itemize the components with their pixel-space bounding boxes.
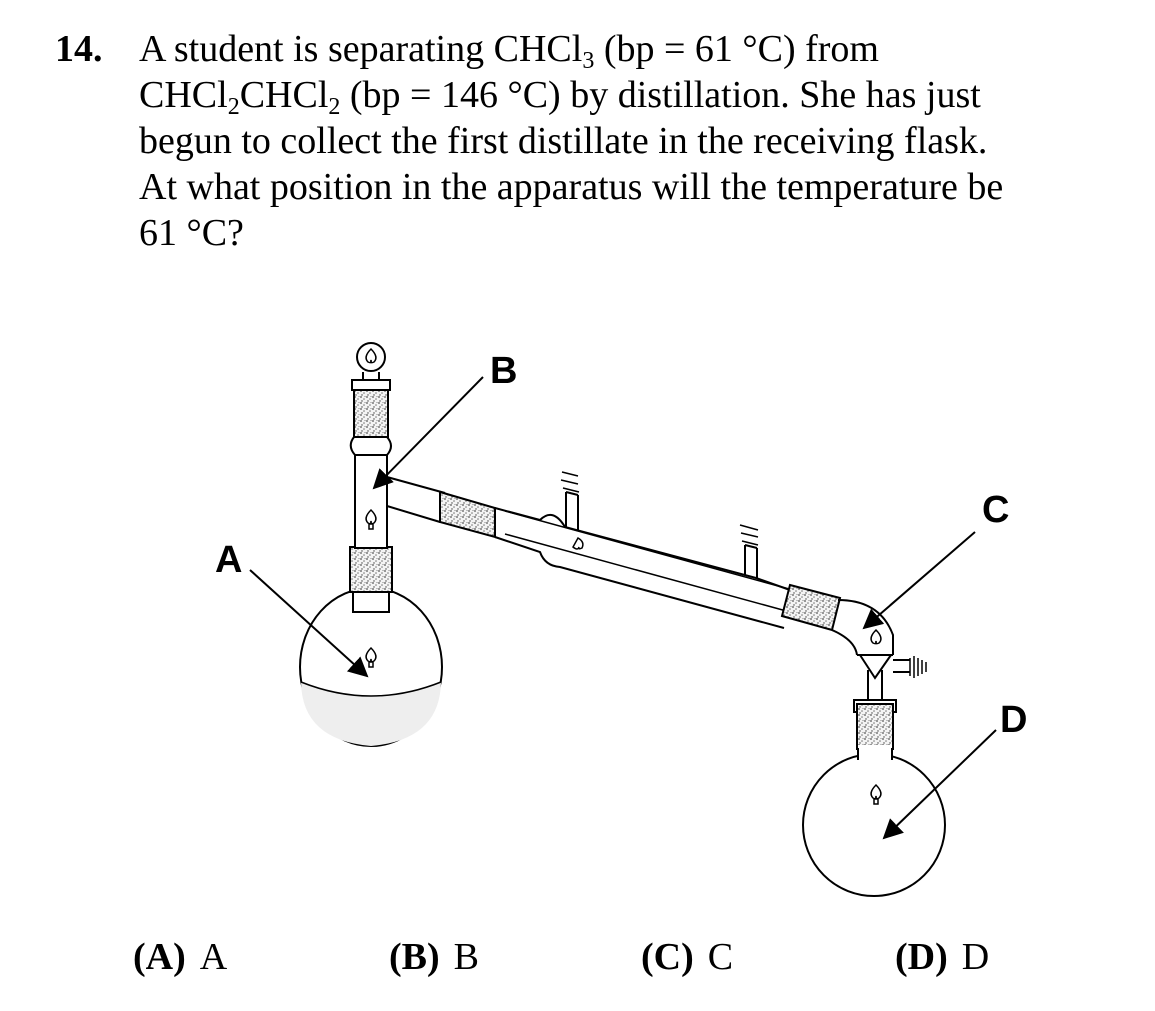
receiving-flask <box>802 703 946 897</box>
receiver-adapter <box>831 599 927 713</box>
arrow-a <box>249 569 369 678</box>
choice-c[interactable]: (C) C <box>641 934 733 980</box>
label-c: C <box>982 489 1009 531</box>
question-line-5: 61 °C? <box>139 212 244 254</box>
label-a: A <box>215 539 242 581</box>
arrow-d <box>882 729 997 840</box>
question-text: A student is separating CHCl3 (bp = 61 °… <box>139 26 1129 256</box>
question-line-4: At what position in the apparatus will t… <box>139 166 1004 208</box>
distillation-head <box>349 436 446 549</box>
choice-a-text: A <box>199 936 228 978</box>
choice-c-letter: (C) <box>641 936 694 978</box>
question-line-1: A student is separating CHCl3 (bp = 61 °… <box>139 28 879 74</box>
question-line-3: begun to collect the first distillate in… <box>139 120 988 162</box>
ground-glass-joint-lower <box>349 546 393 593</box>
choice-d[interactable]: (D) D <box>895 934 989 980</box>
choice-d-text: D <box>961 936 990 978</box>
choice-a[interactable]: (A) A <box>133 934 227 980</box>
arrow-b <box>372 376 484 490</box>
question-line-2: CHCl2CHCl2 (bp = 146 °C) by distillation… <box>139 74 981 120</box>
condenser <box>439 471 801 629</box>
choice-b[interactable]: (B) B <box>389 934 479 980</box>
arrow-c <box>862 531 976 630</box>
question-number: 14. <box>55 28 103 70</box>
label-b: B <box>490 350 517 392</box>
ground-glass-joint-condenser <box>780 583 842 632</box>
choice-a-letter: (A) <box>133 936 186 978</box>
label-d: D <box>1000 699 1027 741</box>
choice-c-text: C <box>707 936 734 978</box>
glass-reflection-marks <box>365 347 882 805</box>
choice-b-letter: (B) <box>389 936 440 978</box>
choice-d-letter: (D) <box>895 936 948 978</box>
pointer-arrows <box>249 376 997 840</box>
choice-b-text: B <box>453 936 480 978</box>
